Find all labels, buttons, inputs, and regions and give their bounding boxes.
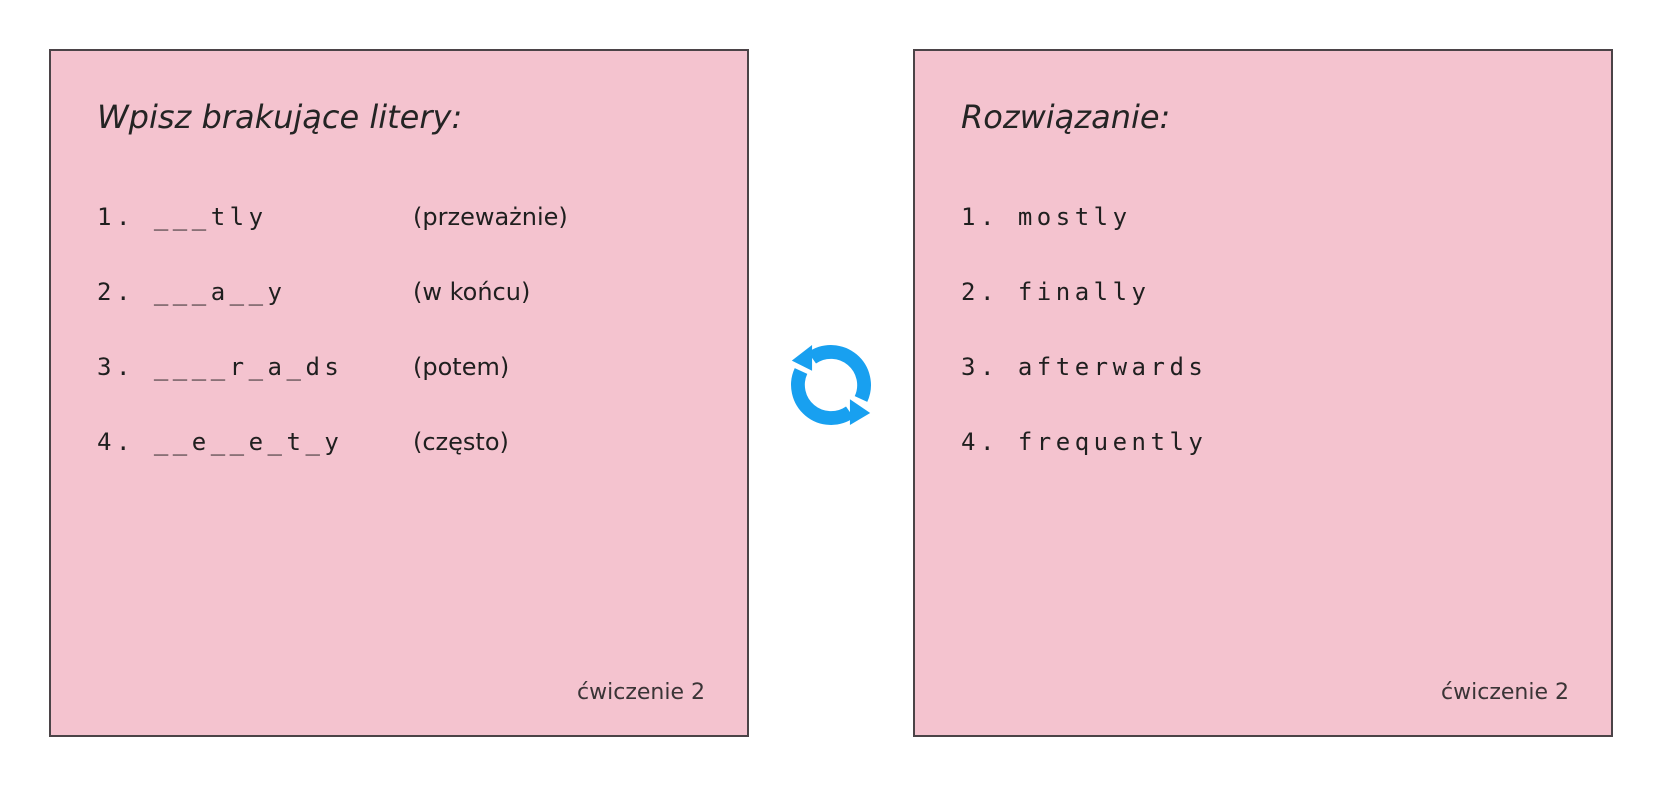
exercise-item-1-hint: (przeważnie) xyxy=(413,203,568,231)
solution-item-4-word: 4. frequently xyxy=(961,428,1208,456)
exercise-item-3-hint: (potem) xyxy=(413,353,510,381)
solution-item-1: 1. mostly xyxy=(961,200,1591,234)
solution-card: Rozwiązanie: 1. mostly 2. finally 3. aft… xyxy=(913,49,1613,737)
exercise-item-3-pattern: 3. ____r_a_ds xyxy=(97,353,344,381)
solution-item-1-word: 1. mostly xyxy=(961,203,1132,231)
exercise-item-3: 3. ____r_a_ds (potem) xyxy=(97,350,727,384)
solution-item-2: 2. finally xyxy=(961,275,1591,309)
exercise-item-4: 4. __e__e_t_y (często) xyxy=(97,425,727,459)
sync-icon-graphic xyxy=(791,344,871,426)
sync-icon[interactable] xyxy=(785,339,877,431)
exercise-card-footer: ćwiczenie 2 xyxy=(577,680,705,705)
solution-item-2-word: 2. finally xyxy=(961,278,1151,306)
exercise-item-4-hint: (często) xyxy=(413,428,509,456)
solution-card-title: Rozwiązanie: xyxy=(961,98,1171,136)
exercise-item-1: 1. ___tly (przeważnie) xyxy=(97,200,727,234)
exercise-card-title: Wpisz brakujące litery: xyxy=(97,98,463,136)
exercise-card: Wpisz brakujące litery: 1. ___tly (przew… xyxy=(49,49,749,737)
solution-item-3-word: 3. afterwards xyxy=(961,353,1208,381)
solution-item-3: 3. afterwards xyxy=(961,350,1591,384)
exercise-item-1-pattern: 1. ___tly xyxy=(97,203,268,231)
solution-card-footer: ćwiczenie 2 xyxy=(1441,680,1569,705)
exercise-item-4-pattern: 4. __e__e_t_y xyxy=(97,428,344,456)
exercise-item-2-hint: (w końcu) xyxy=(413,278,531,306)
solution-item-4: 4. frequently xyxy=(961,425,1591,459)
exercise-item-2-pattern: 2. ___a__y xyxy=(97,278,287,306)
exercise-item-2: 2. ___a__y (w końcu) xyxy=(97,275,727,309)
